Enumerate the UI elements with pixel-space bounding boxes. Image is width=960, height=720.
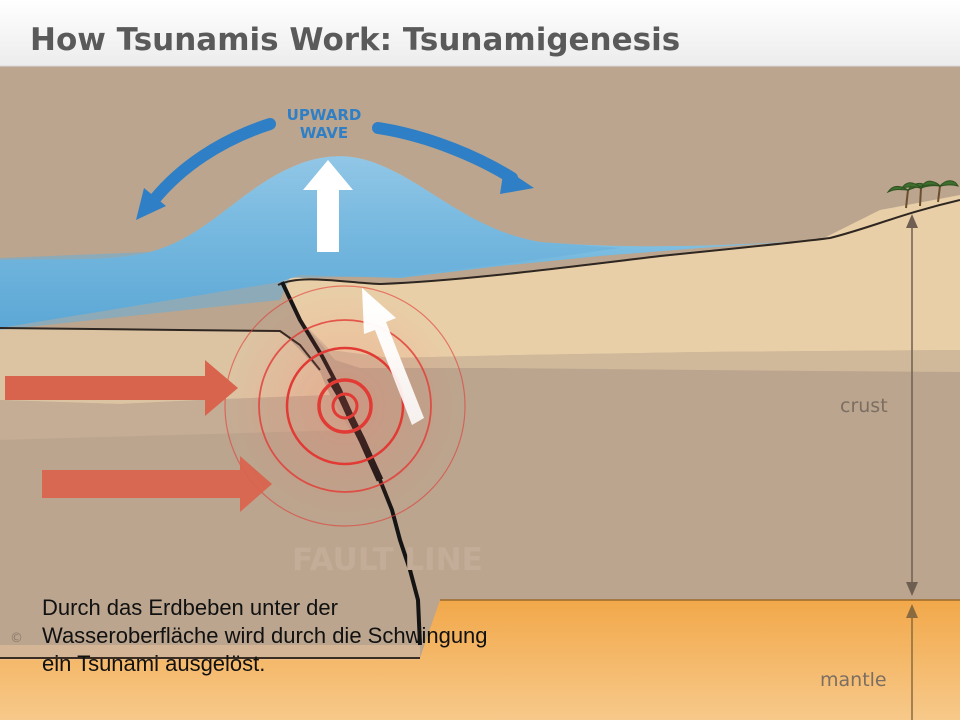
copyright-mark: © — [10, 631, 23, 646]
caption-line: ein Tsunami ausgelöst. — [42, 651, 266, 676]
right-sand-deep — [300, 320, 960, 372]
wave-arrow-left — [148, 118, 276, 206]
mantle-layer — [0, 600, 960, 720]
page-title: How Tsunamis Work: Tsunamigenesis — [30, 22, 680, 58]
push-arrow-lower — [42, 456, 272, 512]
fault-line-label: FAULT LINE — [292, 542, 483, 578]
right-sand-layer — [280, 195, 960, 358]
push-arrow-upper — [5, 360, 238, 416]
wave-arrow-left-head — [136, 188, 166, 220]
caption: Durch das Erdbeben unter der Wasseroberf… — [42, 594, 662, 678]
caption-line: Wasseroberfläche wird durch die Schwingu… — [42, 623, 488, 648]
palm-trees-icon — [886, 180, 959, 209]
title-banner — [0, 0, 960, 66]
wave-label-line2: WAVE — [300, 124, 348, 142]
crust-label: crust — [840, 395, 888, 417]
crust-measure — [906, 214, 918, 596]
mantle-label: mantle — [820, 669, 887, 691]
mantle-measure — [906, 604, 918, 720]
caption-line: Durch das Erdbeben unter der — [42, 595, 338, 620]
wave-label-line1: UPWARD — [287, 106, 362, 124]
mantle-shelf — [0, 645, 420, 660]
seismic-rings — [224, 285, 466, 527]
uplift-arrow — [362, 288, 424, 425]
wave-arrow-right — [372, 122, 518, 184]
wave-arrow-right-head — [500, 168, 534, 194]
upper-plate-surface — [277, 199, 960, 286]
upward-wave-arrow — [303, 160, 353, 252]
ocean-water-body — [0, 156, 620, 330]
